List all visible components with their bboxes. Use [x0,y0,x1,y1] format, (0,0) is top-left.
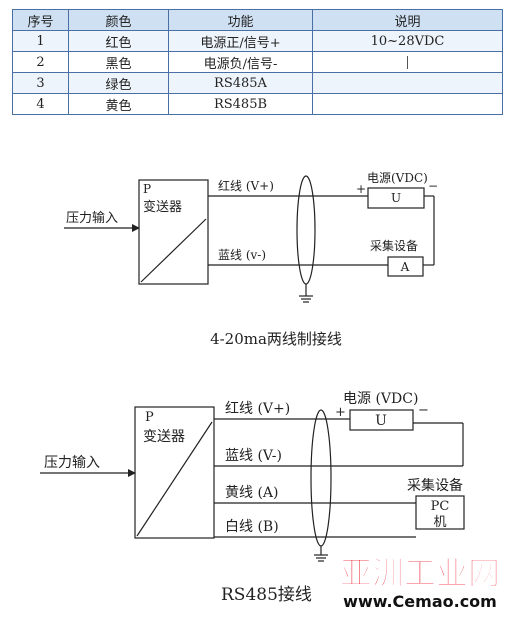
wiring-table: 序号 颜色 功能 说明 1 红色 电源正/信号+ 10~28VDC 2 黑色 电… [12,9,503,115]
two-wire-caption: 4-20ma两线制接线 [210,330,342,348]
blue-wire-label: 蓝线 (v-) [218,248,266,262]
watermark-url: www.Cemao.com [343,592,497,611]
table-row: 2 黑色 电源负/信号- [12,51,503,73]
table-cell: RS485A [168,72,313,94]
power-label: 电源(VDC) [367,171,428,185]
transmitter-diagonal [140,218,207,283]
rs485-caption: RS485接线 [221,585,312,605]
transmitter-box [138,179,209,285]
table-cell: 10~28VDC [312,30,503,52]
table-cell: RS485B [168,93,313,115]
blue-wire-label: 蓝线 (V-) [225,448,282,464]
table-cell: 2 [12,51,69,73]
plus-sign: + [356,182,366,196]
acq-label: 采集设备 [370,238,418,253]
table-row: 4 黄色 RS485B [12,93,503,115]
transmitter-p-label: P [143,182,151,196]
header-index: 序号 [12,9,69,31]
pc-box [415,495,465,530]
cable-shield [296,175,316,285]
table-cell: 红色 [68,30,169,52]
table-cell: 1 [12,30,69,52]
watermark: 亚洲工业网 www.Cemao.com [339,554,500,612]
table-cell: 黑色 [68,51,169,73]
minus-sign: − [428,179,438,193]
red-wire-label: 红线 (V+) [225,401,290,417]
table-cell: 绿色 [68,72,169,94]
table-row: 1 红色 电源正/信号+ 10~28VDC [12,30,503,52]
pc-label-line1: PC [431,499,450,514]
power-box [349,409,414,431]
table-cell: 4 [12,93,69,115]
power-box [367,187,425,209]
acq-box [387,256,424,277]
power-box-label: U [375,413,387,429]
power-box-label: U [391,191,401,205]
two-wire-diagram [64,175,435,303]
header-function: 功能 [168,9,313,31]
cable-shield [310,409,332,547]
yellow-wire-label: 黄线 (A) [225,484,278,501]
table-cell: 黄色 [68,93,169,115]
power-label: 电源 (VDC) [343,391,418,407]
transmitter-label: 变送器 [143,199,182,215]
table-cell [312,93,503,115]
rs485-labels: 压力输入 P 变送器 红线 (V+) 蓝线 (V-) 黄线 (A) 白线 (B)… [44,391,463,605]
watermark-brand: 亚洲工业网 [340,554,500,592]
table-cell [312,51,503,73]
transmitter-diagonal [136,421,213,537]
pc-label-line2: 机 [433,515,446,530]
transmitter-box [134,406,215,539]
rs485-diagram [40,406,465,562]
transmitter-label: 变送器 [143,429,185,445]
white-wire-label: 白线 (B) [225,519,279,535]
acq-label: 采集设备 [407,477,463,494]
input-label: 压力输入 [66,210,118,226]
plus-sign: + [335,405,346,420]
header-color: 颜色 [68,9,169,31]
red-wire-label: 红线 (V+) [218,178,274,193]
transmitter-p-label: P [145,410,154,425]
table-header-row: 序号 颜色 功能 说明 [12,9,503,31]
two-wire-labels: 压力输入 P 变送器 红线 (V+) 蓝线 (v-) 电源(VDC) U + −… [66,171,438,348]
input-label: 压力输入 [44,455,100,471]
text-cursor [407,55,408,69]
minus-sign: − [418,403,429,418]
acq-box-label: A [400,260,410,274]
